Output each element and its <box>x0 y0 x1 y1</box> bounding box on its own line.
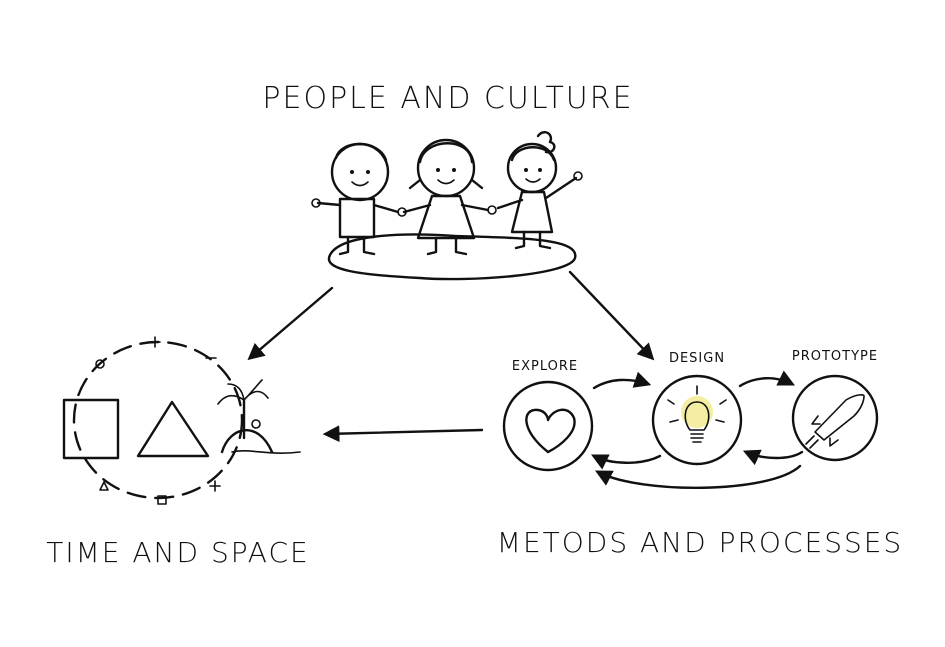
arrow-people-to-time-space <box>247 286 334 361</box>
methods-illustration: EXPLORE DESIGN PROTOTYPE <box>502 349 879 490</box>
arrow-design-to-prototype <box>738 370 796 388</box>
square-icon <box>62 398 120 460</box>
island-icon <box>217 379 301 454</box>
explore-label: EXPLORE <box>512 359 578 374</box>
ground-ellipse <box>327 233 577 281</box>
arrow-prototype-to-explore <box>595 464 802 490</box>
people-and-culture-title: PEOPLE AND CULTURE <box>262 81 633 116</box>
arrow-people-to-methods <box>568 270 655 361</box>
arrow-prototype-to-design <box>742 449 804 466</box>
methods-and-processes-title: METODS AND PROCESSES <box>497 526 903 559</box>
arrow-explore-to-design <box>592 371 652 390</box>
triangle-icon <box>136 400 210 458</box>
orbit-dashed-circle <box>72 340 244 500</box>
people-group-illustration <box>311 131 583 281</box>
lightbulb-icon <box>667 385 727 443</box>
design-circle <box>651 374 743 466</box>
time-space-illustration <box>62 336 301 505</box>
arrow-methods-to-time-space <box>322 425 484 443</box>
time-and-space-title: TIME AND SPACE <box>46 536 309 569</box>
rocket-icon <box>805 394 865 449</box>
girl-figure-yellow-dress <box>397 138 497 256</box>
boy-figure <box>311 142 400 256</box>
prototype-label: PROTOTYPE <box>792 349 878 364</box>
girl-figure-bun <box>496 131 583 250</box>
explore-circle <box>502 380 594 472</box>
design-label: DESIGN <box>669 351 725 366</box>
prototype-circle <box>791 374 879 462</box>
heart-icon <box>525 408 576 454</box>
arrow-design-to-explore <box>590 454 662 470</box>
